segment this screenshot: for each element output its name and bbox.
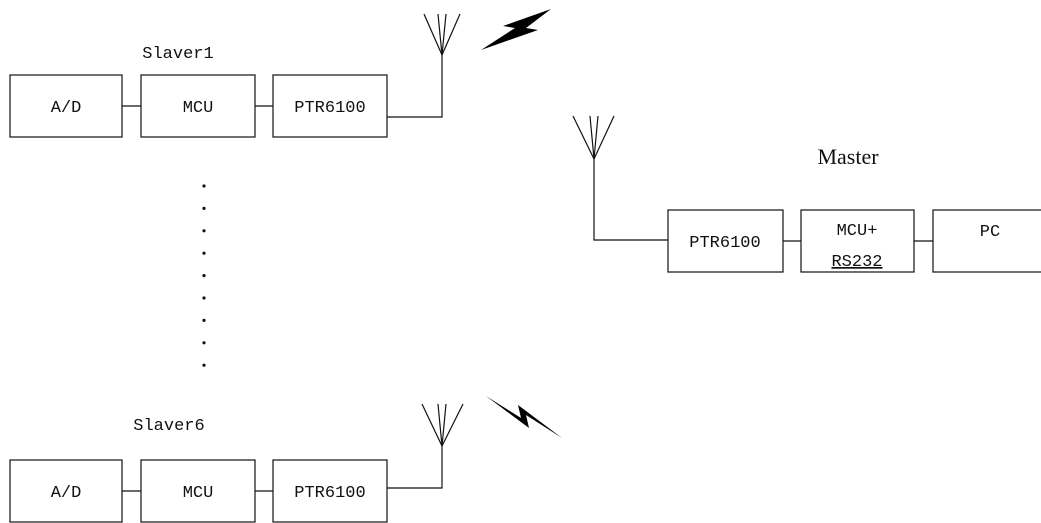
slaver6-ad-block xyxy=(9,459,123,523)
slaver6-radio-label: PTR6100 xyxy=(294,484,365,503)
master-radio-label: PTR6100 xyxy=(689,234,760,253)
slaver6-group: Slaver6 A/D MCU PTR6100 xyxy=(9,396,562,523)
slaver6-signal-bolt-icon xyxy=(486,396,562,438)
slaver6-antenna-feed xyxy=(387,446,443,489)
slaver6-antenna-icon xyxy=(421,403,464,448)
master-title: Master xyxy=(817,144,879,169)
master-radio-block xyxy=(667,209,784,273)
slaver6-mcu-block xyxy=(140,459,256,523)
master-mcu-label: MCU+ xyxy=(837,222,878,241)
master-pc-label: PC xyxy=(980,223,1000,242)
slaver1-mcu-label: MCU xyxy=(183,99,214,118)
slaver6-mcu-label: MCU xyxy=(183,484,214,503)
slaver1-antenna-feed xyxy=(387,55,443,118)
ellipsis-dot xyxy=(202,206,206,210)
slaver1-ad-block xyxy=(9,74,123,138)
slaver6-radio-block xyxy=(272,459,388,523)
ellipsis-dot xyxy=(202,296,206,300)
ellipsis-dot xyxy=(202,251,206,255)
master-pc-block xyxy=(932,209,1041,273)
slaver1-signal-bolt-icon xyxy=(481,9,551,50)
slaver1-radio-label: PTR6100 xyxy=(294,99,365,118)
master-rs232-label: RS232 xyxy=(831,253,882,272)
ellipsis-dot xyxy=(202,318,206,322)
ellipsis-dot xyxy=(202,363,206,367)
ellipsis-dot xyxy=(202,274,206,278)
slaver1-mcu-block xyxy=(140,74,256,138)
master-group: Master PTR6100 MCU+ RS232 PC xyxy=(572,115,1041,273)
ellipsis-dot xyxy=(202,341,206,345)
vertical-ellipsis xyxy=(202,184,206,367)
slaver1-radio-block xyxy=(272,74,388,138)
slaver1-group: Slaver1 A/D MCU PTR6100 xyxy=(9,9,551,138)
master-antenna-icon xyxy=(572,115,615,161)
slaver6-title: Slaver6 xyxy=(133,417,204,436)
slaver1-ad-label: A/D xyxy=(51,99,82,118)
slaver1-antenna-icon xyxy=(423,13,461,57)
master-mcu-rs232-block xyxy=(800,209,915,273)
ellipsis-dot xyxy=(202,229,206,233)
master-antenna-feed xyxy=(593,159,668,241)
slaver1-title: Slaver1 xyxy=(142,45,213,64)
slaver6-ad-label: A/D xyxy=(51,484,82,503)
ellipsis-dot xyxy=(202,184,206,188)
